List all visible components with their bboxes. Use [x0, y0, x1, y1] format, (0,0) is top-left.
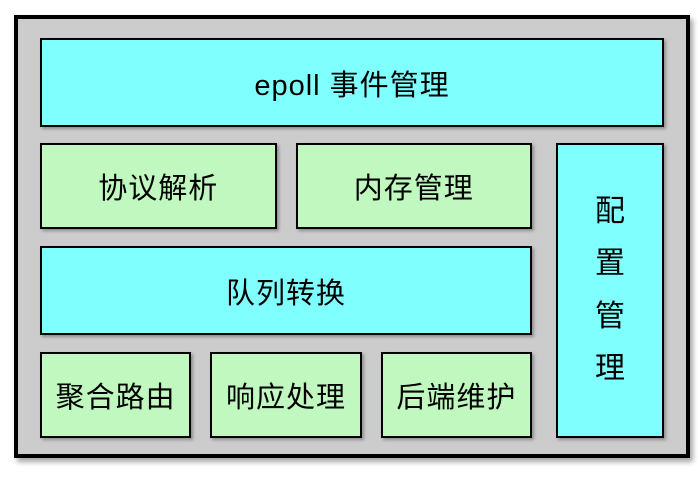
block-memory-management: 内存管理	[295, 143, 532, 229]
diagram-body: 协议解析 内存管理 队列转换 聚合路由 响应处理 后端维护 配置管理	[40, 143, 664, 439]
block-aggregation-routing: 聚合路由	[40, 352, 192, 439]
block-backend-maintenance: 后端维护	[380, 352, 532, 439]
block-queue-conversion: 队列转换	[40, 245, 532, 336]
block-configuration-management: 配置管理	[556, 143, 664, 438]
block-response-processing: 响应处理	[210, 352, 362, 439]
row-protocol-memory: 协议解析 内存管理	[40, 143, 532, 229]
left-column: 协议解析 内存管理 队列转换 聚合路由 响应处理 后端维护	[40, 143, 532, 439]
block-epoll-event-management: epoll 事件管理	[40, 38, 664, 127]
row-bottom-modules: 聚合路由 响应处理 后端维护	[40, 352, 532, 439]
block-configuration-management-label: 配置管理	[595, 194, 625, 386]
diagram-panel: epoll 事件管理 协议解析 内存管理 队列转换 聚合路由 响应处理 后端维护…	[14, 15, 690, 458]
block-protocol-parsing: 协议解析	[40, 143, 277, 229]
